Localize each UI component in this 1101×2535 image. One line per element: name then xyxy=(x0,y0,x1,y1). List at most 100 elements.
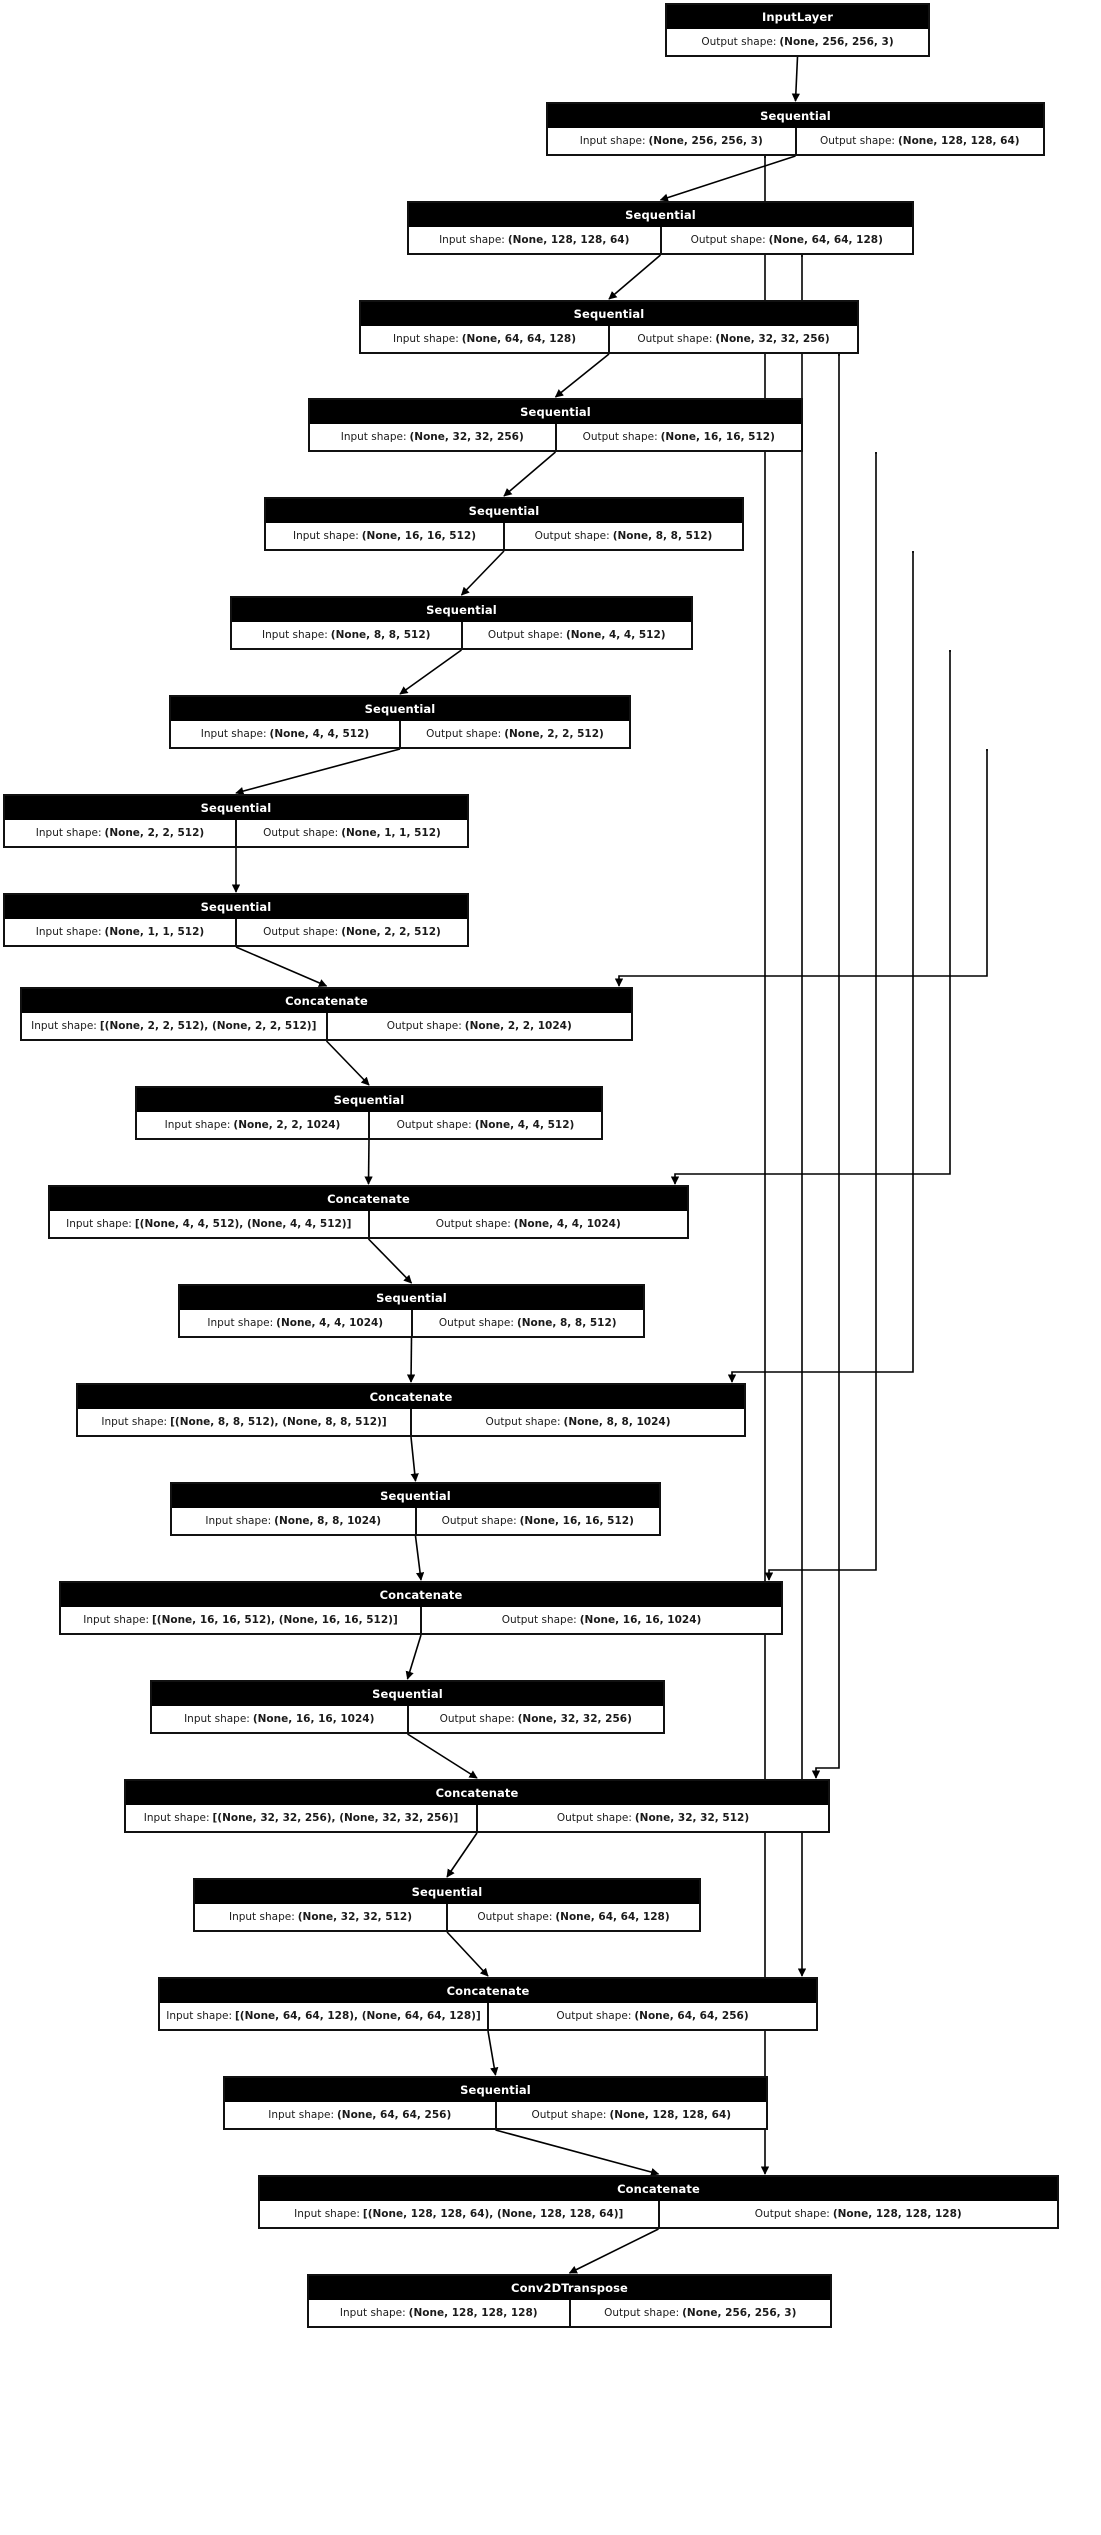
edge xyxy=(446,1832,478,1878)
output-shape-label: Output shape: xyxy=(534,530,610,542)
input-shape-value: (None, 128, 128, 64) xyxy=(507,234,630,246)
layer-node-title: Sequential xyxy=(195,1880,699,1904)
edge xyxy=(325,1040,370,1086)
output-shape-label: Output shape: xyxy=(441,1515,517,1527)
output-shape-value: (None, 4, 4, 1024) xyxy=(513,1218,621,1230)
output-shape-value: (None, 8, 8, 1024) xyxy=(563,1416,671,1428)
output-shape-label: Output shape: xyxy=(386,1020,462,1032)
output-shape-cell: Output shape:(None, 32, 32, 512) xyxy=(478,1805,828,1831)
layer-node-shapes: Input shape:(None, 16, 16, 512) Output sh… xyxy=(266,523,742,549)
edge xyxy=(414,1535,425,1581)
edge xyxy=(503,451,557,497)
edge xyxy=(405,1634,422,1680)
output-shape-label: Output shape: xyxy=(637,333,713,345)
input-shape-cell: Input shape:(None, 8, 8, 512) xyxy=(232,622,463,648)
output-shape-label: Output shape: xyxy=(439,1713,515,1725)
output-shape-value: (None, 4, 4, 512) xyxy=(565,629,666,641)
input-shape-value: (None, 4, 4, 512) xyxy=(269,728,370,740)
output-shape-cell: Output shape:(None, 32, 32, 256) xyxy=(409,1706,664,1732)
input-shape-cell: Input shape:[(None, 4, 4, 512), (None, 4… xyxy=(50,1211,370,1237)
layer-node-title: Concatenate xyxy=(260,2177,1057,2201)
input-shape-label: Input shape: xyxy=(339,2307,406,2319)
input-shape-cell: Input shape:(None, 64, 64, 256) xyxy=(225,2102,497,2128)
output-shape-label: Output shape: xyxy=(690,234,766,246)
output-shape-label: Output shape: xyxy=(819,135,895,147)
edge xyxy=(235,946,328,987)
input-shape-cell: Input shape:(None, 64, 64, 128) xyxy=(361,326,610,352)
output-shape-value: (None, 64, 64, 128) xyxy=(768,234,883,246)
output-shape-value: (None, 2, 2, 512) xyxy=(341,926,441,938)
input-shape-label: Input shape: xyxy=(439,234,505,246)
input-shape-cell: Input shape:(None, 16, 16, 1024) xyxy=(152,1706,409,1732)
output-shape-cell: Output shape:(None, 128, 128, 128) xyxy=(660,2201,1058,2227)
output-shape-cell: Output shape:(None, 2, 2, 512) xyxy=(401,721,629,747)
input-shape-label: Input shape: xyxy=(164,1119,231,1131)
input-shape-value: (None, 2, 2, 1024) xyxy=(233,1119,341,1131)
input-shape-cell: Input shape:[(None, 32, 32, 256), (None,… xyxy=(126,1805,478,1831)
output-shape-label: Output shape: xyxy=(487,629,563,641)
input-shape-value: (None, 16, 16, 512) xyxy=(361,530,477,542)
input-shape-label: Input shape: xyxy=(207,1317,274,1329)
output-shape-value: (None, 8, 8, 512) xyxy=(612,530,713,542)
layer-node-title: Sequential xyxy=(232,598,691,622)
input-shape-cell: Input shape:(None, 4, 4, 1024) xyxy=(180,1310,413,1336)
input-shape-value: (None, 256, 256, 3) xyxy=(648,135,763,147)
output-shape-label: Output shape: xyxy=(263,827,339,839)
input-shape-value: [(None, 128, 128, 64), (None, 128, 128, … xyxy=(362,2208,624,2220)
input-shape-cell: Input shape:(None, 4, 4, 512) xyxy=(171,721,401,747)
layer-node-shapes: Input shape:(None, 128, 128, 128)Output … xyxy=(309,2300,830,2326)
output-shape-cell: Output shape:(None, 2, 2, 1024) xyxy=(328,1013,632,1039)
input-shape-value: (None, 128, 128, 128) xyxy=(408,2307,538,2319)
output-shape-cell: Output shape:(None, 16, 16, 1024) xyxy=(422,1607,781,1633)
output-shape-value: (None, 16, 16, 1024) xyxy=(579,1614,702,1626)
output-shape-value: (None, 128, 128, 64) xyxy=(897,135,1020,147)
output-shape-value: (None, 2, 2, 512) xyxy=(504,728,604,740)
layer-node-shapes: Input shape:[(None, 32, 32, 256), (None,… xyxy=(126,1805,828,1831)
input-shape-cell: Input shape:(None, 32, 32, 256) xyxy=(310,424,557,450)
layer-node-shapes: Input shape:[(None, 8, 8, 512), (None, 8… xyxy=(78,1409,744,1435)
input-shape-cell: Input shape:(None, 128, 128, 64) xyxy=(409,227,662,253)
layer-node-shapes: Input shape:(None, 4, 4, 1024)Output sha… xyxy=(180,1310,643,1336)
edge xyxy=(460,550,505,596)
layer-node-shapes: Input shape:(None, 16, 16, 1024)Output s… xyxy=(152,1706,663,1732)
layer-node-title: Sequential xyxy=(548,104,1043,128)
input-shape-label: Input shape: xyxy=(166,2010,232,2022)
input-shape-cell: Input shape:(None, 1, 1, 512) xyxy=(5,919,237,945)
layer-node-title: Concatenate xyxy=(61,1583,781,1607)
input-shape-value: (None, 4, 4, 1024) xyxy=(276,1317,384,1329)
output-shape-label: Output shape: xyxy=(556,1812,632,1824)
input-shape-label: Input shape: xyxy=(340,431,407,443)
input-shape-value: [(None, 16, 16, 512), (None, 16, 16, 512… xyxy=(151,1614,398,1626)
layer-node-shapes: Input shape:[(None, 16, 16, 512), (None,… xyxy=(61,1607,781,1633)
output-shape-value: (None, 32, 32, 512) xyxy=(634,1812,750,1824)
layer-node-title: Sequential xyxy=(361,302,857,326)
input-shape-value: (None, 8, 8, 512) xyxy=(330,629,431,641)
input-shape-cell: Input shape:[(None, 2, 2, 512), (None, 2… xyxy=(22,1013,328,1039)
edge xyxy=(446,1931,489,1977)
input-shape-cell: Input shape:(None, 16, 16, 512) xyxy=(266,523,505,549)
